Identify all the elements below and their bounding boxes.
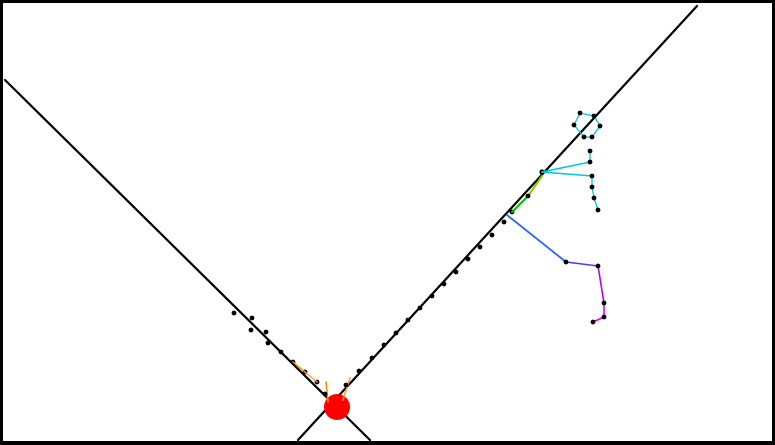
cyan-branch-node [589,184,595,190]
lower-branch-node [601,300,607,306]
left-wall-node [248,327,254,333]
left-wall-node [322,391,328,397]
right-wall-node [393,330,399,336]
cyan-branch-node [591,113,597,119]
right-wall-node [417,305,423,311]
cyan-branch-edge [573,124,585,138]
green-wall-segment [511,195,529,213]
right-wall-node [453,269,459,275]
cyan-branch-node [595,207,601,213]
left-wall-node [231,310,237,316]
right-wall-node [343,382,349,388]
branch-node [525,193,531,199]
lower-branch-node [595,263,601,269]
left-wall-node [263,329,269,335]
cyan-branch-node [571,122,577,128]
blue-branch-edge [506,214,567,263]
cyan-branch-node [587,159,593,165]
right-wall-node [441,281,447,287]
right-wall-node [477,244,483,250]
cyan-branch-node [587,148,593,154]
left-wall-link [304,371,318,383]
right-wall-node [489,232,495,238]
right-wall-node [381,342,387,348]
right-wall [296,4,699,441]
left-wall-node [265,340,271,346]
left-wall-link [292,361,306,373]
blue-branch-edge [565,261,599,267]
cyan-branch-node [581,134,587,140]
cyan-branch-edge [541,171,593,177]
cyan-branch-node [591,195,597,201]
magenta-branch-edge [597,265,605,304]
cyan-branch-node [597,123,603,129]
right-wall-node [405,317,411,323]
right-wall-node [429,293,435,299]
cyan-branch-node [589,134,595,140]
right-wall-node [501,219,507,225]
lower-branch-node [601,314,607,320]
lower-branch-node [590,319,596,325]
cyan-branch-node [589,173,595,179]
left-wall-node [249,315,255,321]
trajectory-diagram [3,4,699,441]
green-wall-segment [527,175,543,197]
right-wall-node [465,256,471,262]
cyan-branch-edge [541,161,591,173]
right-wall-node [356,368,362,374]
right-wall-node [369,355,375,361]
lower-branch-node [563,259,569,265]
left-wall [3,78,372,441]
left-wall-node [278,349,284,355]
cyan-branch-node [577,110,583,116]
origin-stub-2 [342,377,351,401]
origin-stub-1 [325,381,329,403]
